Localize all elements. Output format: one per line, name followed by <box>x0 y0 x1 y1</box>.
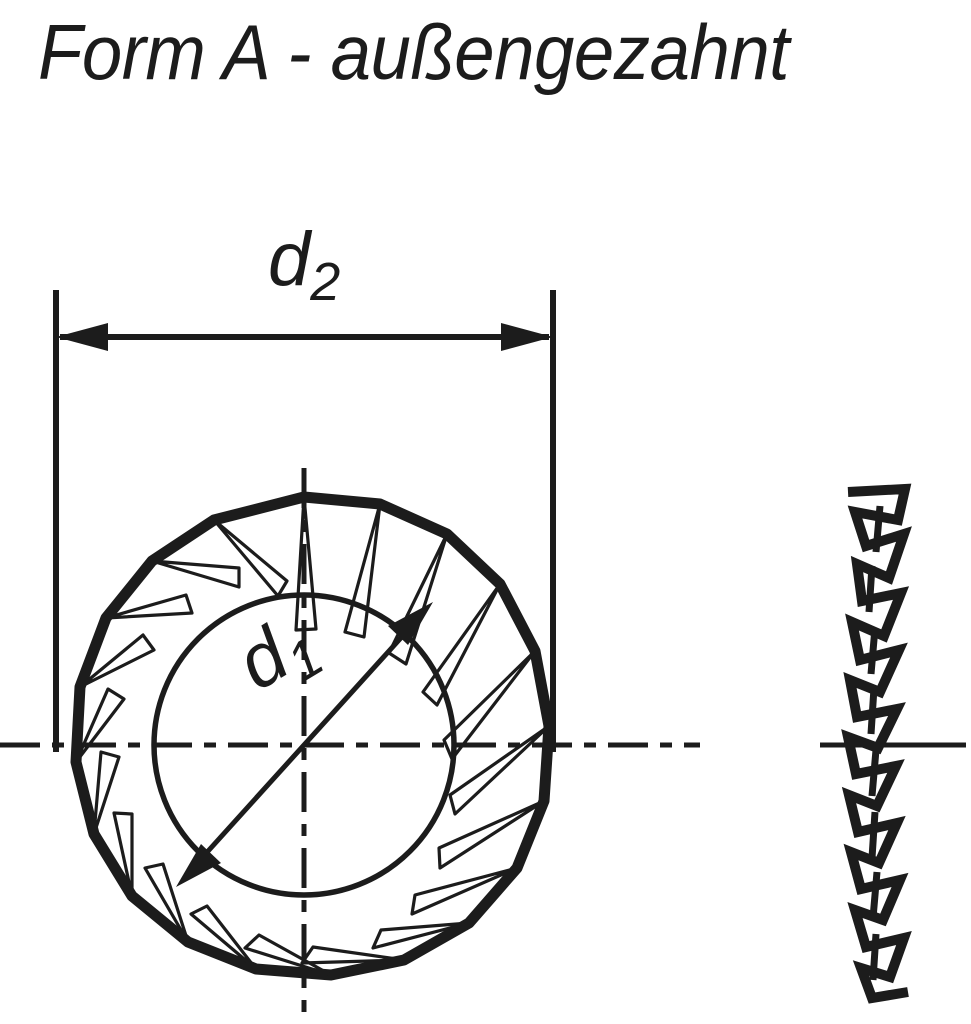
tooth-flank <box>74 687 126 764</box>
tooth-flank <box>448 724 551 816</box>
dimension-label-d2: d2 <box>268 222 340 320</box>
tooth-flank <box>437 799 546 870</box>
side-view-washer <box>841 483 912 1004</box>
tooth-flank <box>410 866 519 916</box>
tooth-flank <box>442 649 537 761</box>
arrowhead-lower-d1 <box>176 844 221 887</box>
page-title: Form A - außengezahnt <box>38 8 789 96</box>
arrowhead-left-d2 <box>56 323 108 351</box>
tooth-flank <box>343 502 382 639</box>
tooth-flank-lines <box>74 495 551 977</box>
tooth-flank <box>294 495 318 632</box>
dimension-line-d1 <box>198 628 410 862</box>
tooth-flank <box>104 593 194 620</box>
inner-bore-circle <box>151 592 457 898</box>
extension-lines <box>53 290 556 752</box>
dimension-label-d2-subscript: 2 <box>310 252 341 313</box>
tooth-flank <box>78 633 156 689</box>
tooth-flank <box>300 945 406 965</box>
side-view-fold-lines <box>865 505 884 981</box>
dimension-d2 <box>56 323 553 351</box>
tooth-flank <box>112 811 134 898</box>
tooth-flank <box>421 582 502 707</box>
tooth-flank <box>371 921 471 950</box>
dimension-label-d2-base: d <box>268 217 311 302</box>
tooth-flank <box>92 750 121 836</box>
tooth-flank <box>143 862 190 944</box>
tooth-flank <box>150 559 241 589</box>
arrowhead-right-d2 <box>501 323 553 351</box>
centerlines <box>0 468 966 1012</box>
side-view-outline <box>841 483 912 1004</box>
tooth-flank <box>212 518 289 598</box>
front-view-washer <box>70 491 555 981</box>
tooth-flank <box>387 532 449 666</box>
dimension-d1 <box>176 602 433 887</box>
tooth-flank <box>243 933 333 977</box>
tooth-flank <box>189 904 258 971</box>
arrowhead-upper-d1 <box>388 602 433 645</box>
